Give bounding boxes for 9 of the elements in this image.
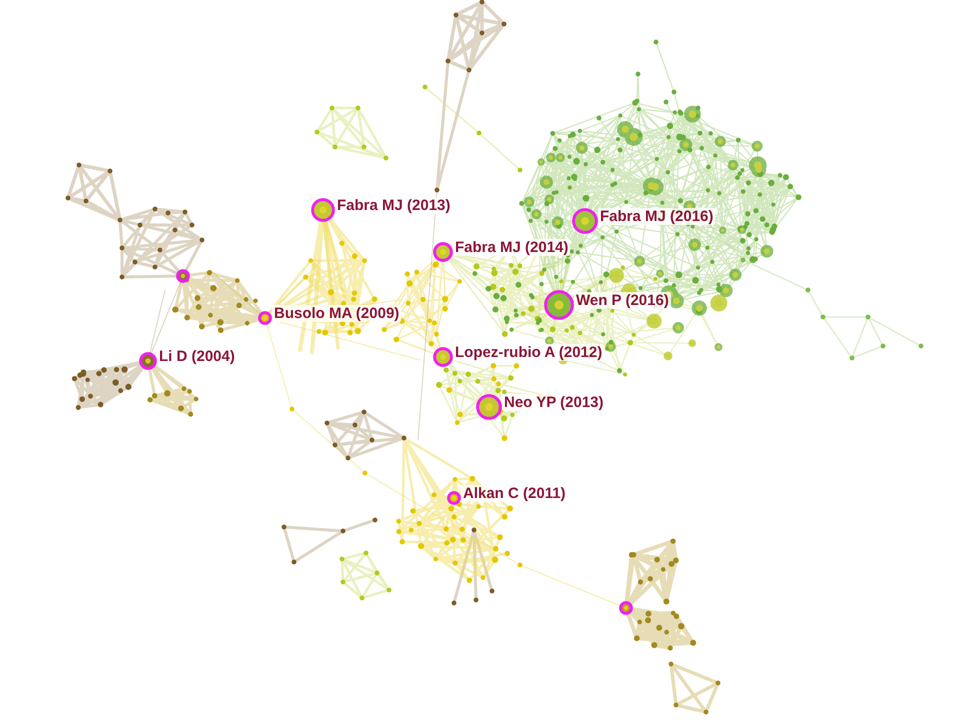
- node-label: Neo YP (2013): [502, 394, 606, 410]
- node-label: Lopez-rubio A (2012): [453, 344, 604, 360]
- node-label: Alkan C (2011): [461, 484, 568, 502]
- node-label: Busolo MA (2009): [272, 304, 402, 322]
- node-label: Li D (2004): [157, 348, 237, 364]
- node-label: Wen P (2016): [574, 292, 671, 308]
- node-label: Fabra MJ (2013): [335, 196, 452, 214]
- node-label: Fabra MJ (2016): [598, 208, 716, 224]
- node-label: Fabra MJ (2014): [453, 238, 570, 256]
